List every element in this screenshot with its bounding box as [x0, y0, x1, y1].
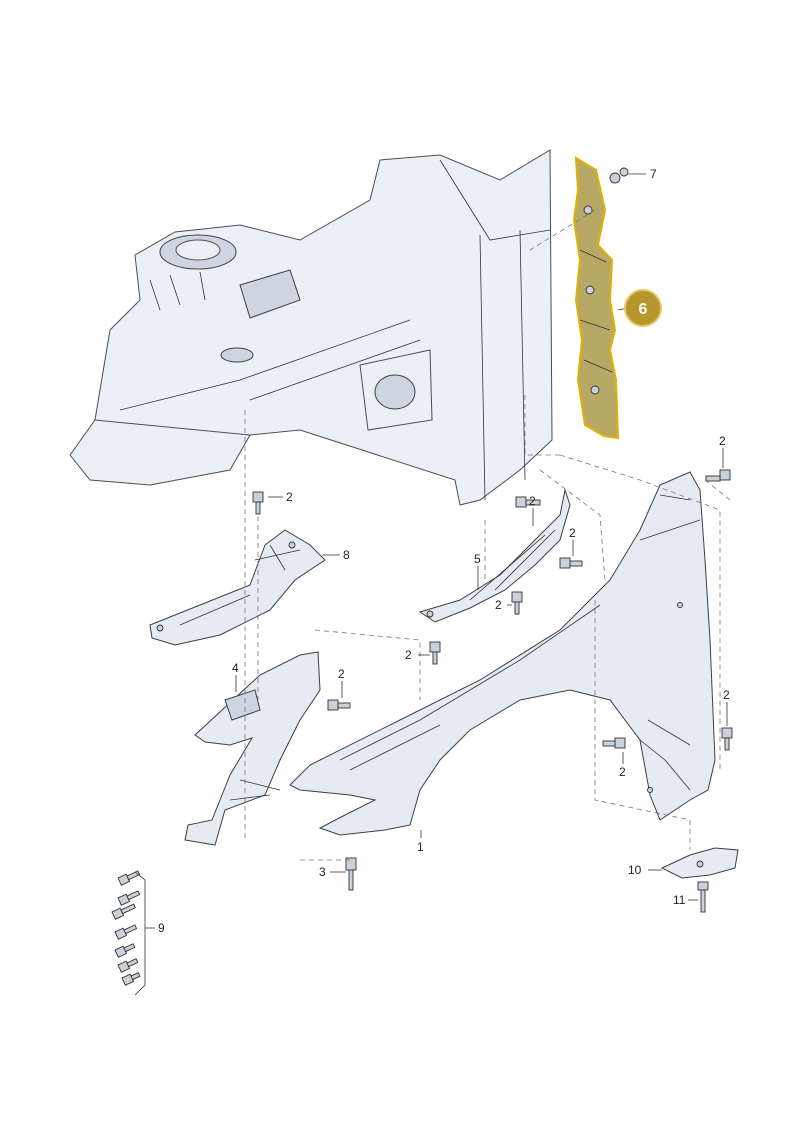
label-3: 3 — [319, 865, 326, 879]
bolt-icon — [345, 857, 357, 891]
label-2: 2 — [569, 526, 576, 540]
label-11: 11 — [673, 893, 686, 907]
label-2: 2 — [338, 667, 345, 681]
bolt-icon — [511, 591, 523, 615]
part-6-panel[interactable] — [572, 156, 620, 440]
part-5-bracket[interactable] — [418, 488, 571, 623]
label-2: 2 — [719, 434, 726, 448]
label-2: 2 — [495, 598, 502, 612]
bolt-icon — [515, 496, 541, 508]
label-2: 2 — [723, 688, 730, 702]
assembly-guide-lines — [244, 209, 731, 861]
label-4: 4 — [232, 661, 239, 675]
label-leaders — [235, 173, 728, 901]
label-9: 9 — [158, 921, 165, 935]
callout-labels: 7 2 8 2 2 2 5 2 2 4 2 2 2 1 3 9 10 11 — [158, 167, 730, 935]
label-2: 2 — [405, 648, 412, 662]
label-8: 8 — [343, 548, 350, 562]
bolt-icon — [429, 641, 441, 665]
label-2: 2 — [619, 765, 626, 779]
part-10-bracket[interactable] — [660, 847, 739, 879]
bolt-icon — [705, 469, 731, 482]
bolt-icon — [559, 557, 583, 569]
part-1-fender[interactable] — [289, 471, 716, 836]
bolt-icon — [609, 167, 629, 184]
bolt-icon — [252, 491, 264, 515]
label-2: 2 — [286, 490, 293, 504]
label-2: 2 — [529, 494, 536, 508]
car-body-structure — [69, 149, 553, 506]
label-1: 1 — [417, 840, 424, 854]
bolt-icon — [327, 699, 351, 711]
bolt-icon — [602, 737, 626, 749]
part-9-fastener-set[interactable] — [111, 869, 155, 996]
label-7: 7 — [650, 167, 657, 181]
label-6: 6 — [639, 301, 648, 318]
bolt-icon — [697, 881, 709, 913]
label-5: 5 — [474, 552, 481, 566]
fastener-bolts — [252, 167, 733, 913]
part-4-bracket[interactable] — [184, 651, 321, 846]
part-8-bracket[interactable] — [149, 529, 326, 646]
label-10: 10 — [628, 863, 642, 877]
bolt-icon — [721, 727, 733, 751]
part-6-badge[interactable]: 6 — [624, 289, 662, 327]
